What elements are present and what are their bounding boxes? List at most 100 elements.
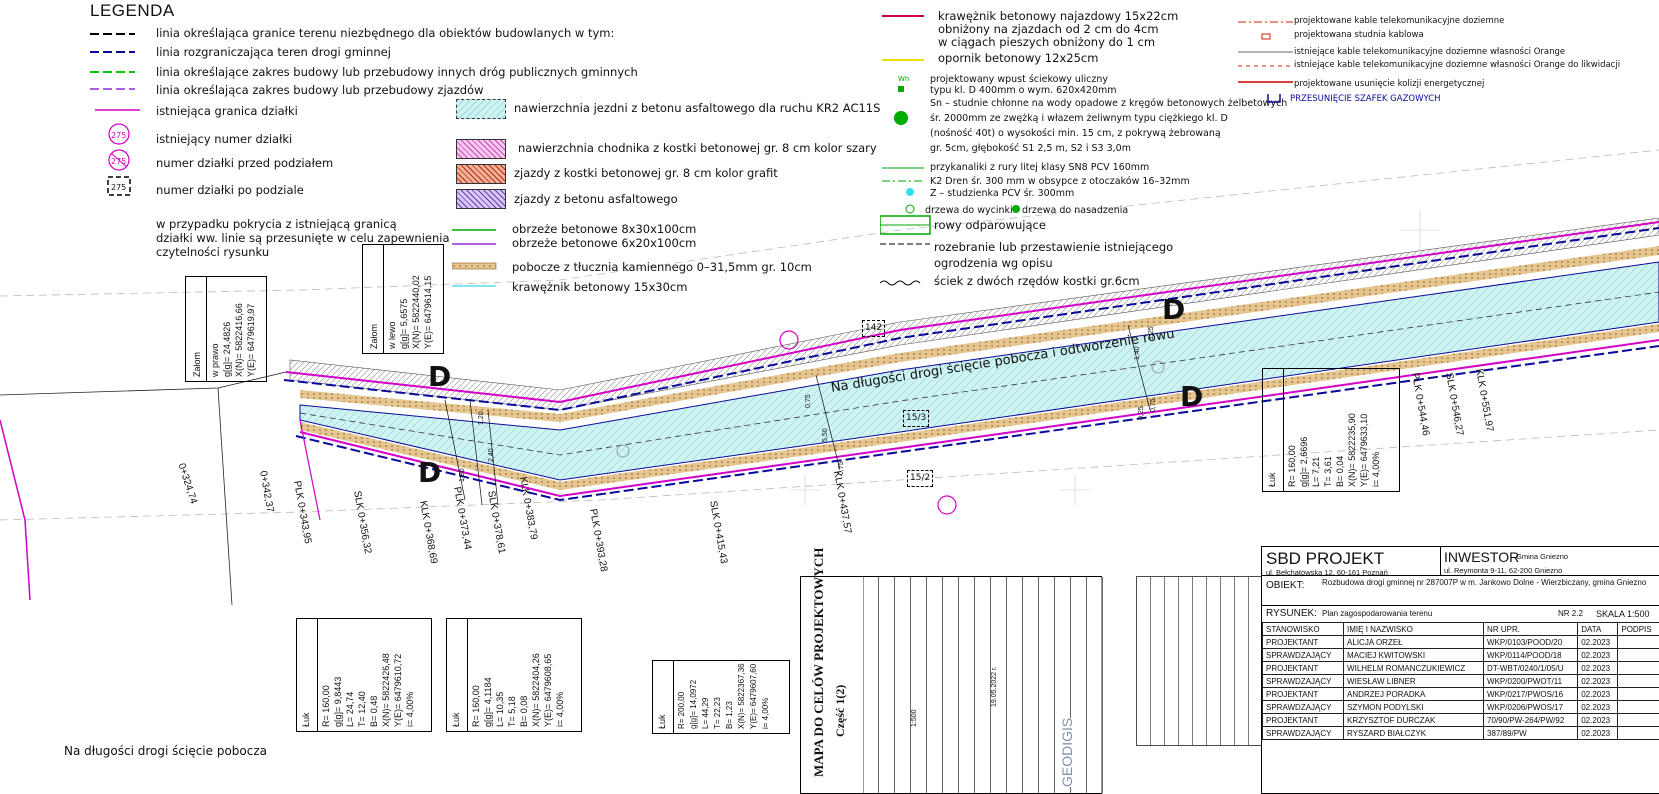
legend-item-curb-15x30: krawężnik betonowy 15x30cm bbox=[512, 281, 687, 294]
dimension-label: 0,25 bbox=[1138, 406, 1145, 420]
drawing-scale: SKALA 1:500 bbox=[1596, 609, 1650, 619]
dimension-label: 0,75 bbox=[805, 394, 812, 408]
legend-item-before-division: numer działki przed podziałem bbox=[156, 157, 333, 170]
geometry-box-luk-1: Łuk R= 160,00 g[g]= 9,8443 L= 24,74 T= 1… bbox=[296, 618, 432, 732]
dimension-label: 5,50 bbox=[822, 428, 829, 442]
map-title: MAPA DO CELÓW PROJEKTOWYCH bbox=[811, 548, 827, 777]
investor-name: Gmina Gniezno bbox=[1516, 552, 1568, 561]
geometry-box-luk-3: Łuk R= 200,00 g[g]= 14,0972 L= 44,29 T= … bbox=[652, 660, 790, 734]
geometry-box-zalom-2: Załom w lewo g[g]= 5,6575 X(N)= 5822440,… bbox=[362, 244, 444, 354]
legend-item-soakaway-2: śr. 2000mm ze zwężką i włazem żeliwnym t… bbox=[930, 112, 1228, 125]
dimension-label: 1,40 bbox=[1134, 346, 1141, 360]
map-date: 19.05.2022 r. bbox=[991, 666, 998, 707]
legend-item-gutter: ściek z dwóch rzędów kostki gr.6cm bbox=[934, 275, 1140, 288]
legend-item-other-roads: linia określające zakres budowy lub prze… bbox=[156, 66, 638, 79]
driveway-mark: D bbox=[1180, 382, 1203, 412]
legend-item-raised-curb-3: w ciągach pieszych obniżony do 1 cm bbox=[938, 36, 1155, 49]
dimension-label: 1,25 bbox=[1148, 326, 1155, 340]
legend-item-soakaway-4: gr. 5cm, głębokość S1 2,5 m, S2 i S3 3,0… bbox=[930, 142, 1131, 155]
legend-item-driveways: linia określająca zakres budowy lub prze… bbox=[156, 84, 483, 97]
legend-item-inlet-2: typu kl. D 400mm o wym. 620x420mm bbox=[930, 84, 1117, 97]
legend-item-gravel-shoulder: pobocze z tłucznia kamiennego 0–31,5mm g… bbox=[512, 261, 812, 274]
utility-line-symbols bbox=[1238, 14, 1298, 109]
dimension-label: 0,75 bbox=[1150, 398, 1157, 412]
drawing-number: NR 2.2 bbox=[1558, 609, 1583, 618]
legend-item-trees-plant: drzewa do nasadzenia bbox=[1022, 204, 1128, 217]
geometry-box-luk-2: Łuk R= 160,00 g[g]= 4,1184 L= 10,35 T= 5… bbox=[446, 618, 582, 732]
object-label: OBIEKT: bbox=[1266, 580, 1304, 591]
label-shoulder-cut: Na długości drogi ścięcie pobocza bbox=[64, 745, 267, 758]
swatch-sidewalk bbox=[456, 139, 506, 159]
plot-badge-after: 275 bbox=[111, 181, 126, 194]
legend-item-pvc-well: Z – studzienka PCV śr. 300mm bbox=[930, 187, 1074, 200]
legend-item-telecom-remove: istniejące kable telekomunikacyjne dozie… bbox=[1294, 59, 1620, 72]
legend-item-telecom-new: projektowane kable telekomunikacyjne doz… bbox=[1294, 15, 1504, 28]
dimension-label: 0,75 bbox=[838, 461, 845, 475]
geometry-box-luk-4: Łuk R= 160,00 g[g]= 2,6696 L= 7,21 T= 3,… bbox=[1262, 368, 1400, 492]
legend-item-telecom-orange: istniejące kable telekomunikacyjne dozie… bbox=[1294, 46, 1565, 59]
object-text: Rozbudowa drogi gminnej nr 287007P w m. … bbox=[1322, 578, 1652, 588]
legend-item-connectors: przykanaliki z rury litej klasy SN8 PCV … bbox=[930, 161, 1149, 174]
drawing-label: RYSUNEK: bbox=[1266, 608, 1317, 619]
company-name: SBD PROJEKT bbox=[1266, 549, 1384, 569]
legend-item-fence-removal-2: ogrodzenia wg opisu bbox=[934, 257, 1053, 270]
dimension-label: 2,40 bbox=[488, 448, 495, 462]
investor-address: ul. Reymonta 9-11, 62-200 Gniezno bbox=[1444, 566, 1562, 575]
inlet-symbol-label: Wn bbox=[898, 73, 909, 86]
legend-title: LEGENDA bbox=[90, 4, 175, 17]
swatch-asphalt-road bbox=[456, 99, 506, 119]
geodetic-info-block bbox=[1136, 576, 1262, 746]
plot-badge-existing: 275 bbox=[111, 129, 126, 142]
legend-item-resistor: opornik betonowy 12x25cm bbox=[938, 52, 1098, 65]
map-subtitle: Część 1(2) bbox=[833, 685, 848, 737]
legend-item-gas-cabinets: PRZESUNIĘCIE SZAFEK GAZOWYCH bbox=[1290, 93, 1441, 106]
legend-item-curb-8x30: obrzeże betonowe 8x30x100cm bbox=[512, 223, 696, 236]
map-company: GEODIGIS bbox=[1059, 718, 1075, 787]
plot-badge-before: 275 bbox=[111, 155, 126, 168]
legend-note-line-3: czytelności rysunku bbox=[156, 246, 269, 259]
investor-label: INWESTOR bbox=[1444, 549, 1519, 565]
legend-item-cable-well: projektowana studnia kablowa bbox=[1294, 29, 1424, 42]
curb-line-samples bbox=[452, 224, 502, 294]
map-scale: 1:500 bbox=[911, 709, 918, 727]
driveway-mark: D bbox=[418, 458, 441, 488]
legend-item-paver-driveway: zjazdy z kostki betonowej gr. 8 cm kolor… bbox=[514, 167, 778, 180]
legend-item-road-boundary: linia rozgraniczająca teren drogi gminne… bbox=[156, 46, 391, 59]
legend-item-asphalt-driveway: zjazdy z betonu asfaltowego bbox=[514, 193, 678, 206]
legend-item-ditches: rowy odparowujące bbox=[934, 219, 1046, 232]
legend-item-soakaway-3: (nośność 40t) o wysokości min. 15 cm, z … bbox=[930, 127, 1221, 140]
signature-table: STANOWISKO IMIĘ I NAZWISKO NR UPR. DATA … bbox=[1262, 622, 1659, 740]
swatch-asphalt-driveway bbox=[456, 189, 506, 209]
plot-number-142: 142 bbox=[862, 320, 885, 337]
legend-item-energy-collision: projektowane usunięcie kolizji energetyc… bbox=[1294, 78, 1484, 91]
legend-item-soakaway: Sn – studnie chłonne na wody opadowe z k… bbox=[930, 97, 1287, 110]
legend-note-line-1: w przypadku pokrycia z istniejącą granic… bbox=[156, 218, 397, 231]
swatch-paver-driveway bbox=[456, 164, 506, 184]
legend-item-plot-border: istniejąca granica działki bbox=[156, 105, 298, 118]
legend-item-asphalt-road: nawierzchnia jezdni z betonu asfaltowego… bbox=[514, 102, 880, 115]
plot-number-15-3: 15/3 bbox=[903, 410, 929, 427]
legend-item-terrain-boundary: linia określająca granice terenu niezbęd… bbox=[156, 27, 614, 40]
driveway-mark: D bbox=[428, 362, 451, 392]
legend-item-curb-6x20: obrzeże betonowe 6x20x100cm bbox=[512, 237, 696, 250]
drawing-text: Plan zagospodarowania terenu bbox=[1322, 609, 1432, 618]
legend-item-existing-number: istniejący numer działki bbox=[156, 133, 292, 146]
legend-item-after-division: numer działki po podziale bbox=[156, 184, 304, 197]
dimension-label: 1,20 bbox=[478, 411, 485, 425]
geometry-box-zalom-1: Załom w prawo g[g]= 24,4826 X(N)= 582241… bbox=[185, 276, 267, 382]
plot-number-15-2: 15/2 bbox=[907, 470, 933, 487]
table-header-row: STANOWISKO IMIĘ I NAZWISKO NR UPR. DATA … bbox=[1263, 623, 1659, 636]
legend-item-trees-cut: drzewa do wycinki bbox=[925, 204, 1013, 217]
legend-item-sidewalk: nawierzchnia chodnika z kostki betonowej… bbox=[518, 142, 877, 155]
driveway-mark: D bbox=[1162, 295, 1185, 325]
map-info-block: MAPA DO CELÓW PROJEKTOWYCH Część 1(2) 1:… bbox=[800, 576, 1102, 794]
title-block: SBD PROJEKT ul. Bełchatowska 12, 60-161 … bbox=[1261, 546, 1659, 794]
